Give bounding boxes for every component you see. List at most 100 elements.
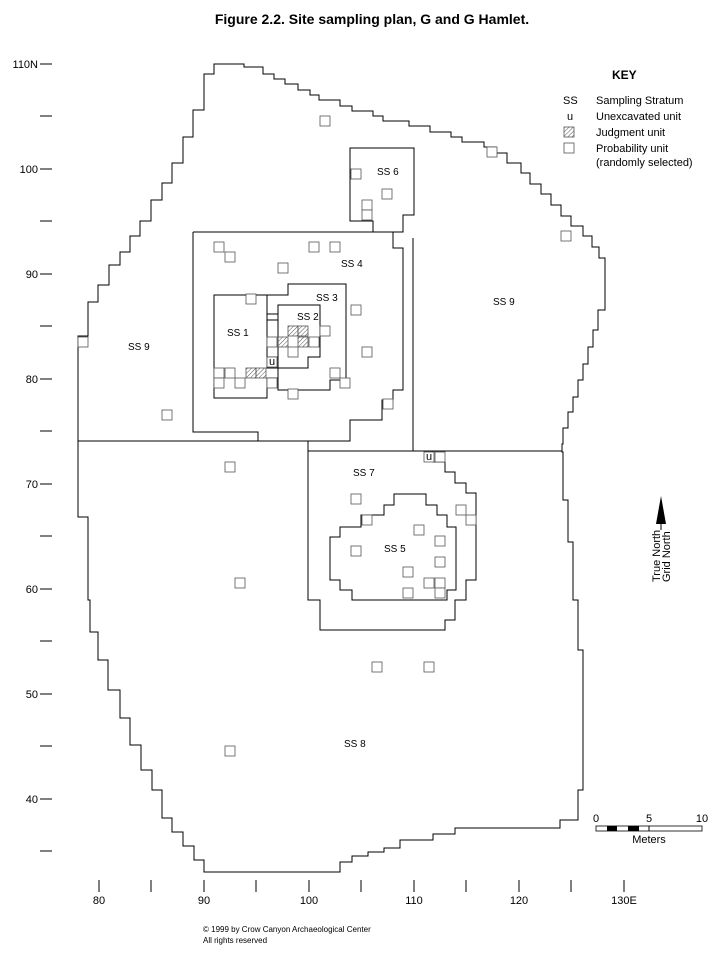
probability-unit	[245, 293, 257, 305]
probability-unit	[224, 461, 236, 473]
judgment-unit	[287, 325, 299, 337]
key-probability-swatch	[563, 142, 575, 154]
probability-unit	[350, 493, 362, 505]
probability-unit	[402, 587, 414, 599]
stratum-label-ss3: SS 3	[316, 293, 338, 304]
stratum-label-ss8: SS 8	[344, 739, 366, 750]
x-label-90: 90	[198, 895, 210, 907]
y-label-100: 100	[20, 164, 38, 176]
stratum-ss7-boundary	[307, 450, 477, 631]
probability-unit	[266, 377, 278, 389]
probability-unit	[266, 336, 278, 348]
key-label-probability-note: (randomly selected)	[596, 157, 693, 169]
probability-unit	[224, 745, 236, 757]
x-label-100: 100	[300, 895, 318, 907]
stratum-ss4-boundary	[192, 231, 404, 442]
probability-unit	[224, 251, 236, 263]
site-boundary	[77, 63, 606, 873]
probability-unit	[308, 241, 320, 253]
stratum-ss5-boundary	[329, 493, 457, 601]
probability-unit	[423, 661, 435, 673]
y-label-70: 70	[26, 479, 38, 491]
scale-label-5: 5	[646, 813, 652, 825]
probability-unit	[277, 262, 289, 274]
y-label-110: 110N	[13, 59, 39, 71]
unexcavated-unit	[266, 356, 278, 368]
probability-units	[77, 115, 572, 757]
probability-unit	[287, 346, 299, 358]
judgment-unit	[297, 325, 309, 337]
key-judgment-swatch	[563, 126, 575, 138]
scale-unit-label: Meters	[632, 834, 666, 846]
north-label-true: True North	[651, 530, 663, 582]
north-label-grid: Grid North	[661, 531, 673, 582]
stratum-label-ss1: SS 1	[227, 328, 249, 339]
copyright-line-1: © 1999 by Crow Canyon Archaeological Cen…	[203, 925, 371, 934]
stratum-label-ss4: SS 4	[341, 259, 363, 270]
scale-label-10: 10	[696, 813, 708, 825]
probability-unit	[434, 587, 446, 599]
north-arrow-icon	[656, 496, 666, 524]
stratum-label-ss5: SS 5	[384, 544, 406, 555]
copyright-line-2: All rights reserved	[203, 936, 267, 945]
probability-unit	[77, 336, 89, 348]
north-arrow: True North Grid North	[651, 496, 673, 582]
unexcavated-unit-label: u	[269, 356, 275, 368]
probability-unit	[361, 209, 373, 221]
probability-unit	[465, 514, 477, 526]
probability-unit	[213, 241, 225, 253]
judgment-units	[245, 325, 309, 379]
probability-unit	[329, 241, 341, 253]
probability-unit	[224, 367, 236, 379]
scale-bar: 0 5 10 Meters	[593, 813, 708, 846]
x-axis: 80 90 100 110 120 130E	[93, 880, 637, 907]
stratum-label-ss6: SS 6	[377, 167, 399, 178]
y-label-50: 50	[26, 689, 38, 701]
probability-unit	[560, 230, 572, 242]
probability-unit	[371, 661, 383, 673]
probability-unit	[308, 336, 320, 348]
probability-unit	[350, 168, 362, 180]
map-key: KEY SS Sampling Stratum u Unexcavated un…	[563, 68, 693, 169]
y-label-90: 90	[26, 269, 38, 281]
probability-unit	[350, 545, 362, 557]
scale-bar-segment	[607, 826, 617, 831]
x-label-110: 110	[405, 895, 423, 907]
unexcavated-unit	[423, 451, 435, 463]
probability-unit	[329, 367, 341, 379]
y-label-60: 60	[26, 584, 38, 596]
x-label-120: 120	[510, 895, 528, 907]
probability-unit	[455, 504, 467, 516]
probability-unit	[350, 304, 362, 316]
probability-unit	[339, 377, 351, 389]
stratum-label-ss9-west: SS 9	[128, 342, 150, 353]
key-label-unexcavated: Unexcavated unit	[596, 111, 681, 123]
probability-unit	[161, 409, 173, 421]
scale-bar-segment	[628, 826, 639, 831]
key-symbol-ss: SS	[563, 95, 578, 107]
stratum-ss3-boundary	[266, 283, 347, 391]
figure-title: Figure 2.2. Site sampling plan, G and G …	[215, 11, 529, 27]
stratum-label-ss2: SS 2	[297, 312, 319, 323]
probability-unit	[213, 367, 225, 379]
probability-unit	[382, 398, 394, 410]
probability-unit	[434, 451, 446, 463]
probability-unit	[434, 577, 446, 589]
stratum-divider-west	[78, 440, 562, 452]
key-label-probability: Probability unit	[596, 143, 668, 155]
probability-unit	[287, 388, 299, 400]
y-axis: 110N 100 90 80 70 60 50 40	[13, 59, 52, 852]
probability-unit	[381, 188, 393, 200]
key-label-sampling-stratum: Sampling Stratum	[596, 95, 683, 107]
judgment-unit	[255, 367, 267, 379]
scale-label-0: 0	[593, 813, 599, 825]
y-label-40: 40	[26, 794, 38, 806]
x-label-130: 130E	[611, 895, 637, 907]
stratum-ss6-boundary	[349, 147, 415, 233]
key-symbol-u: u	[567, 111, 573, 123]
unexcavated-unit-label: u	[426, 451, 432, 463]
probability-unit	[434, 535, 446, 547]
probability-unit	[319, 115, 331, 127]
probability-unit	[234, 577, 246, 589]
key-label-judgment: Judgment unit	[596, 127, 665, 139]
